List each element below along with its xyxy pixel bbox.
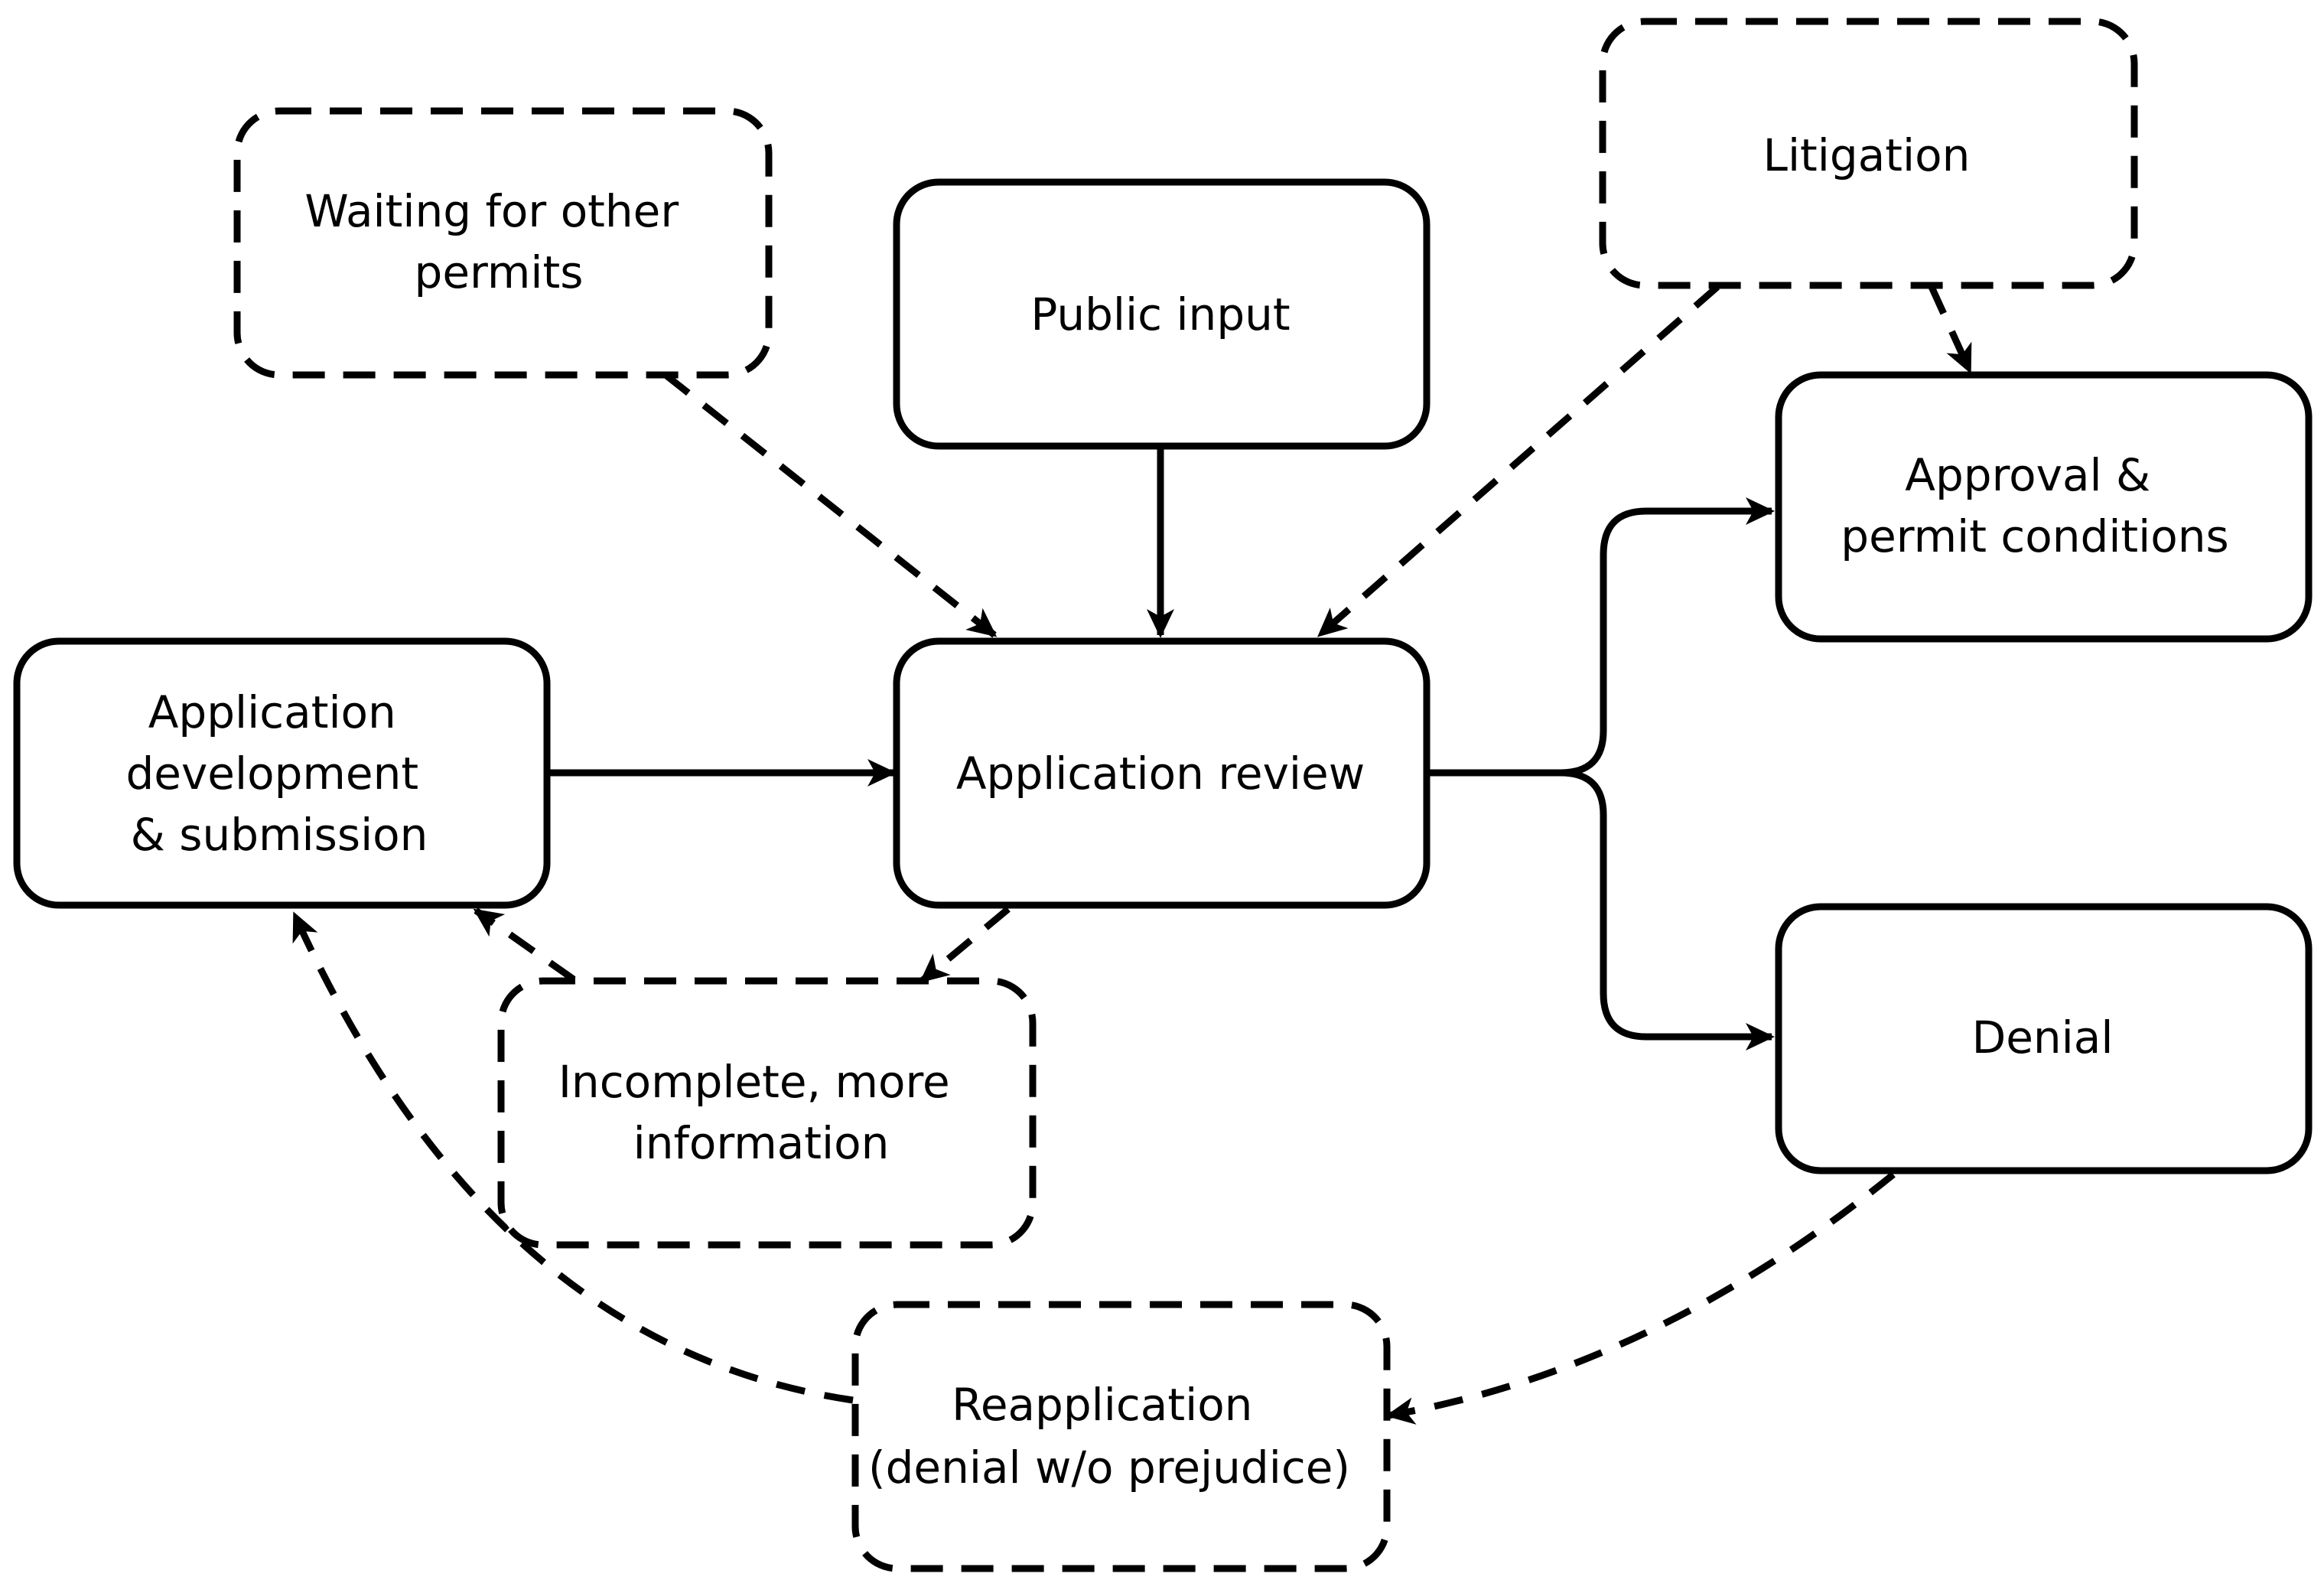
svg-text:Incomplete, more infor: Incomplete, more information [558,1056,964,1169]
denial-label: Denial [1972,1012,2114,1064]
edge-incomplete-to-app-dev [473,907,576,982]
node-waiting-for-other-permits: Waiting for other permits [233,107,773,379]
incomplete-label-line-1: Incomplete, more [558,1056,950,1108]
svg-text:Litigation: Litigation [1763,129,1971,181]
public-input-label: Public input [1030,288,1290,340]
edge-denial-to-reapplication [1385,1171,1896,1425]
edge-reapplication-to-app-dev [291,911,854,1404]
node-reapplication: Reapplication (denial w/o prejudice) [851,1301,1391,1572]
edges-group [291,284,1974,1425]
nodes-group: Waiting for other permits Public input L… [13,18,2313,1572]
node-incomplete-more-information: Incomplete, more information [497,977,1037,1249]
svg-text:Approval & permit cond: Approval & permit conditions [1841,449,2229,562]
svg-text:Waiting for other perm: Waiting for other permits [304,185,692,298]
node-denial: Denial [1775,903,2313,1174]
svg-text:Denial: Denial [1972,1012,2114,1064]
edge-app-review-to-approval [1429,497,1775,777]
node-litigation: Litigation [1599,18,2138,289]
svg-text:Application review: Application review [956,748,1365,800]
node-application-review: Application review [893,637,1431,909]
reapplication-label-line-2: (denial w/o prejudice) [868,1442,1350,1494]
incomplete-label-line-2: information [633,1117,890,1169]
waiting-label-line-2: permits [415,246,584,298]
approval-label-line-1: Approval & [1905,449,2150,501]
edge-app-review-to-incomplete [919,906,1011,984]
svg-text:Application developmen: Application development & submission [125,686,432,861]
reapplication-label-line-1: Reapplication [952,1379,1252,1431]
svg-text:Public input: Public input [1030,288,1290,340]
edge-app-review-to-denial [1560,769,1775,1051]
edge-litigation-to-app-review [1317,284,1720,638]
app-dev-label-line-1: Application [148,686,396,738]
litigation-label: Litigation [1763,129,1971,181]
app-review-label: Application review [956,748,1365,800]
node-approval-permit-conditions: Approval & permit conditions [1775,371,2313,643]
svg-text:Reapplication (denial: Reapplication (denial w/o prejudice) [868,1379,1350,1494]
node-application-development-submission: Application development & submission [13,637,551,909]
node-public-input: Public input [893,178,1431,450]
waiting-label-line-1: Waiting for other [304,185,679,237]
edge-litigation-to-approval [1928,285,1974,374]
app-dev-label-line-2: development [125,748,418,800]
edge-waiting-to-app-review [663,372,998,638]
approval-label-line-2: permit conditions [1841,510,2229,562]
app-dev-label-line-3: & submission [131,809,428,861]
